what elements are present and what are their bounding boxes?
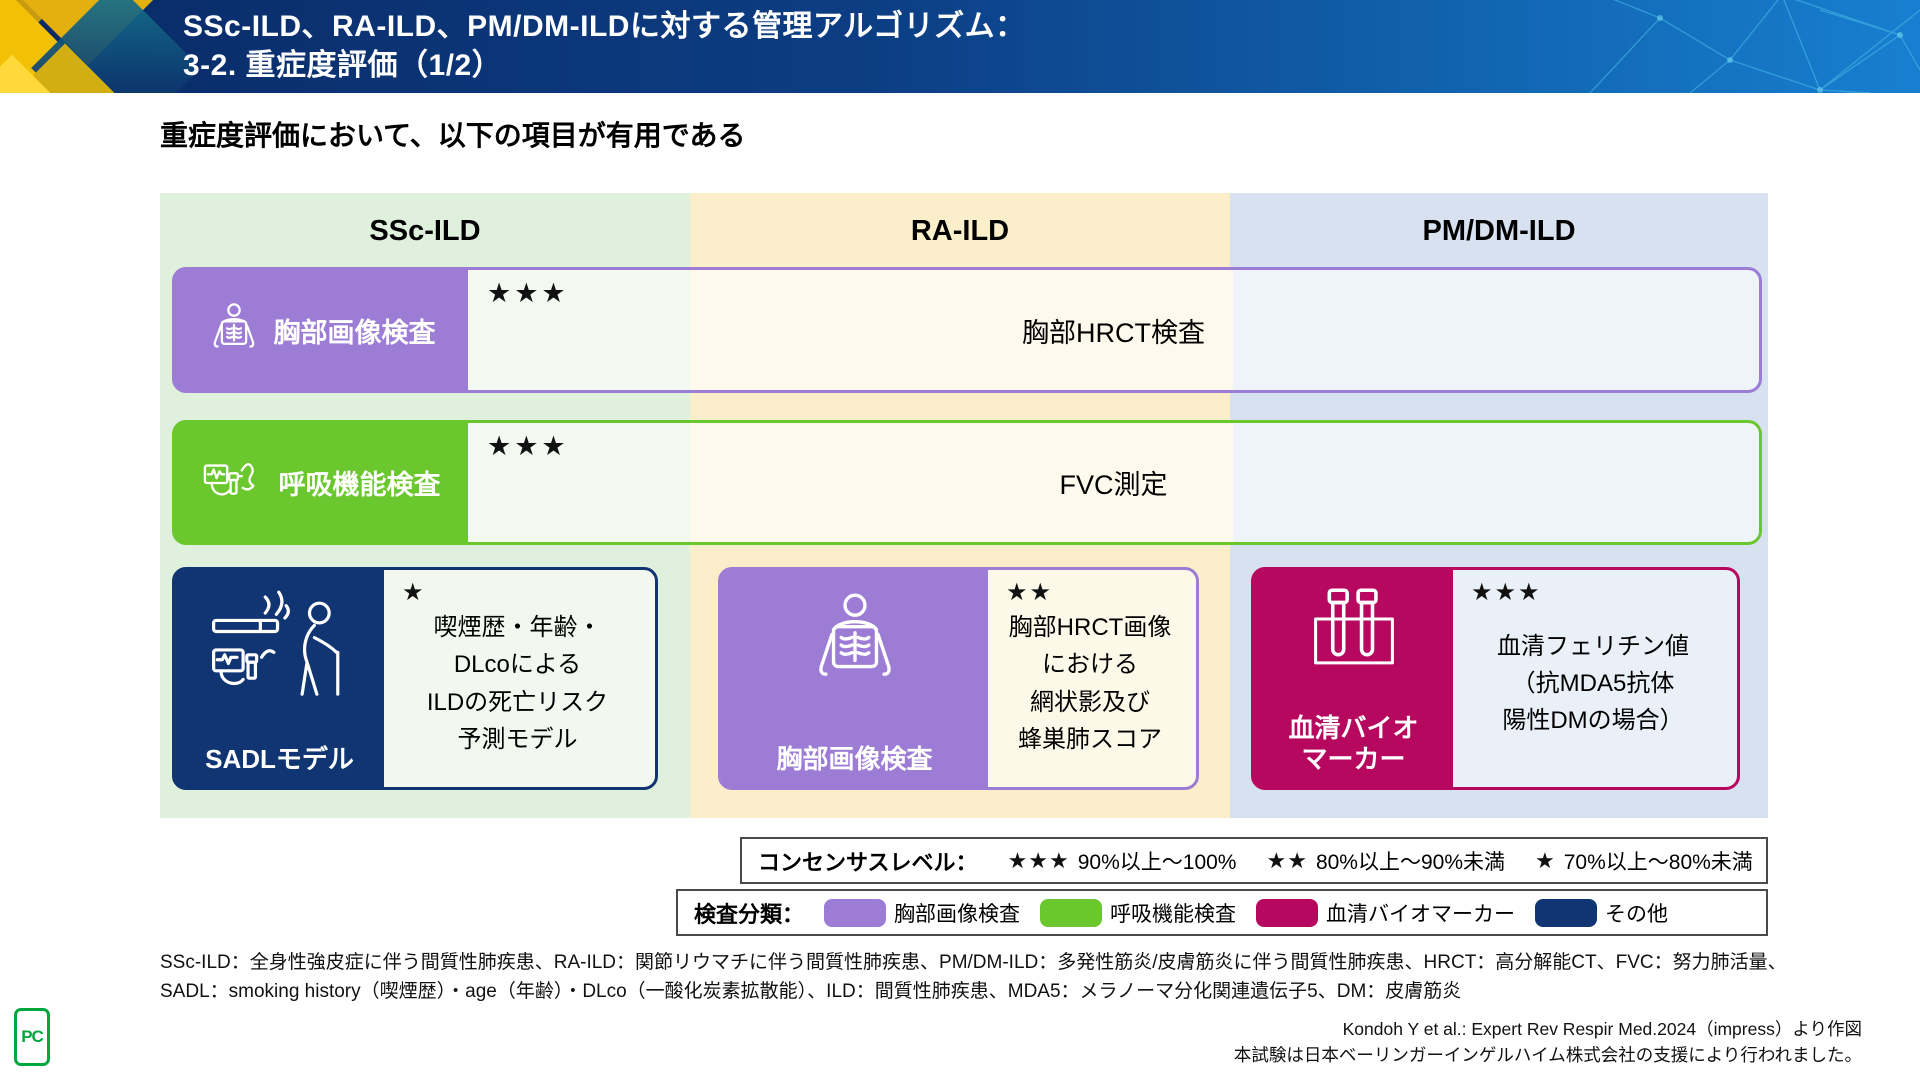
category-item-imaging: 胸部画像検査: [824, 898, 1020, 928]
consensus-level-legend: コンセンサスレベル： ★★★ 90%以上～100% ★★ 80%以上～90%未満…: [740, 837, 1768, 884]
network-mesh-decoration: [1589, 0, 1920, 93]
corner-diamond-decoration: [0, 0, 195, 93]
ra-chest-imaging-category-box: 胸部画像検査: [721, 570, 988, 787]
serum-biomarker-category-box: 血清バイオ マーカー: [1254, 570, 1453, 787]
pulmonary-color-swatch: [1040, 898, 1103, 927]
consensus-item-3stars: ★★★ 90%以上～100%: [1007, 847, 1237, 874]
slide-title: SSc-ILD、RA-ILD、PM/DM-ILDに対する管理アルゴリズム： 3-…: [183, 7, 1026, 85]
consensus-item-2stars: ★★ 80%以上～90%未満: [1266, 847, 1505, 874]
serum-biomarker-card: 血清バイオ マーカー ★★★ 血清フェリチン値 （抗MDA5抗体 陽性DMの場合…: [1251, 567, 1740, 790]
consensus-legend-label: コンセンサスレベル：: [758, 849, 978, 875]
two-stars: ★★: [1266, 847, 1308, 873]
sadl-category-box: SADLモデル: [175, 570, 384, 787]
header-banner: SSc-ILD、RA-ILD、PM/DM-ILDに対する管理アルゴリズム： 3-…: [0, 0, 1920, 93]
column-header-pmdm-ild: PM/DM-ILD: [1422, 214, 1576, 247]
abbreviation-footnotes: SSc-ILD：全身性強皮症に伴う間質性肺疾患、RA-ILD：関節リウマチに伴う…: [160, 948, 1800, 1007]
category-item-biomarker: 血清バイオマーカー: [1256, 898, 1515, 928]
other-color-swatch: [1535, 898, 1598, 927]
consensus-stars-sadl: ★: [402, 579, 426, 606]
serum-biomarker-category-label: 血清バイオ マーカー: [1288, 712, 1419, 774]
imaging-color-swatch: [824, 898, 887, 927]
citation-line1: Kondoh Y et al.: Expert Rev Respir Med.2…: [1342, 1019, 1862, 1039]
fvc-text: FVC測定: [1059, 470, 1168, 500]
consensus-stars-row2: ★★★: [487, 431, 569, 461]
spirometry-icon: [203, 462, 255, 495]
pc-logo: PC: [14, 1008, 50, 1066]
pulmonary-function-category-box: 呼吸機能検査: [175, 423, 468, 542]
row-chest-imaging-card: 胸部画像検査 ★★★ 胸部HRCT検査: [172, 267, 1762, 393]
ra-chest-imaging-card: 胸部画像検査 ★★ 胸部HRCT画像 における 網状影及び 蜂巣肺スコア: [718, 567, 1199, 790]
sadl-description-text: 喫煙歴・年齢・ DLcoによる ILDの死亡リスク 予測モデル: [426, 614, 609, 753]
column-header-ssc-ild: SSc-ILD: [369, 214, 481, 247]
citation-line2: 本試験は日本ベーリンガーインゲルハイム株式会社の支援により行われました。: [1233, 1045, 1862, 1066]
category-item-pulmonary: 呼吸機能検査: [1040, 898, 1236, 928]
row-pulmonary-function-card: 呼吸機能検査 ★★★ FVC測定: [172, 420, 1762, 545]
chest-imaging-category-box: 胸部画像検査: [175, 270, 468, 390]
three-stars: ★★★: [1007, 847, 1070, 873]
footnote-line2: SADL：smoking history（喫煙歴）・age（年齢）・DLco（一…: [160, 981, 1462, 1003]
chest-hrct-text: 胸部HRCT検査: [1022, 317, 1205, 348]
slide-title-line2: 3-2. 重症度評価（1/2）: [183, 49, 503, 82]
consensus-item-1star: ★ 70%以上～80%未満: [1535, 847, 1753, 874]
subtitle: 重症度評価において、以下の項目が有用である: [160, 120, 746, 151]
consensus-stars-biomarker: ★★★: [1471, 579, 1542, 606]
category-item-other: その他: [1535, 898, 1668, 928]
footnote-line1: SSc-ILD：全身性強皮症に伴う間質性肺疾患、RA-ILD：関節リウマチに伴う…: [160, 952, 1787, 973]
ferritin-text: 血清フェリチン値 （抗MDA5抗体 陽性DMの場合）: [1497, 632, 1689, 735]
sadl-category-label: SADLモデル: [205, 743, 354, 774]
citation-block: Kondoh Y et al.: Expert Rev Respir Med.2…: [1234, 1016, 1862, 1069]
consensus-stars-ra: ★★: [1006, 579, 1054, 606]
chest-imaging-category-label: 胸部画像検査: [273, 317, 436, 348]
biomarker-color-swatch: [1256, 898, 1319, 927]
ra-hrct-score-text: 胸部HRCT画像 における 網状影及び 蜂巣肺スコア: [1008, 614, 1172, 753]
ra-chest-imaging-category-label: 胸部画像検査: [776, 743, 933, 774]
category-legend-label: 検査分類：: [694, 901, 805, 927]
sadl-model-card: SADLモデル ★ 喫煙歴・年齢・ DLcoによる ILDの死亡リスク 予測モデ…: [172, 567, 658, 790]
chest-xray-icon: [213, 303, 254, 348]
one-star: ★: [1535, 847, 1556, 873]
column-header-ra-ild: RA-ILD: [910, 214, 1010, 247]
consensus-stars-row1: ★★★: [487, 278, 569, 308]
smoking-age-dlco-icon: [211, 590, 339, 696]
test-category-legend: 検査分類： 胸部画像検査 呼吸機能検査 血清バイオマーカー その他: [676, 889, 1768, 936]
pulmonary-function-category-label: 呼吸機能検査: [278, 470, 441, 500]
test-tubes-icon: [1313, 588, 1394, 665]
slide-title-line1: SSc-ILD、RA-ILD、PM/DM-ILDに対する管理アルゴリズム：: [183, 10, 1026, 43]
chest-xray-icon: [818, 593, 891, 676]
